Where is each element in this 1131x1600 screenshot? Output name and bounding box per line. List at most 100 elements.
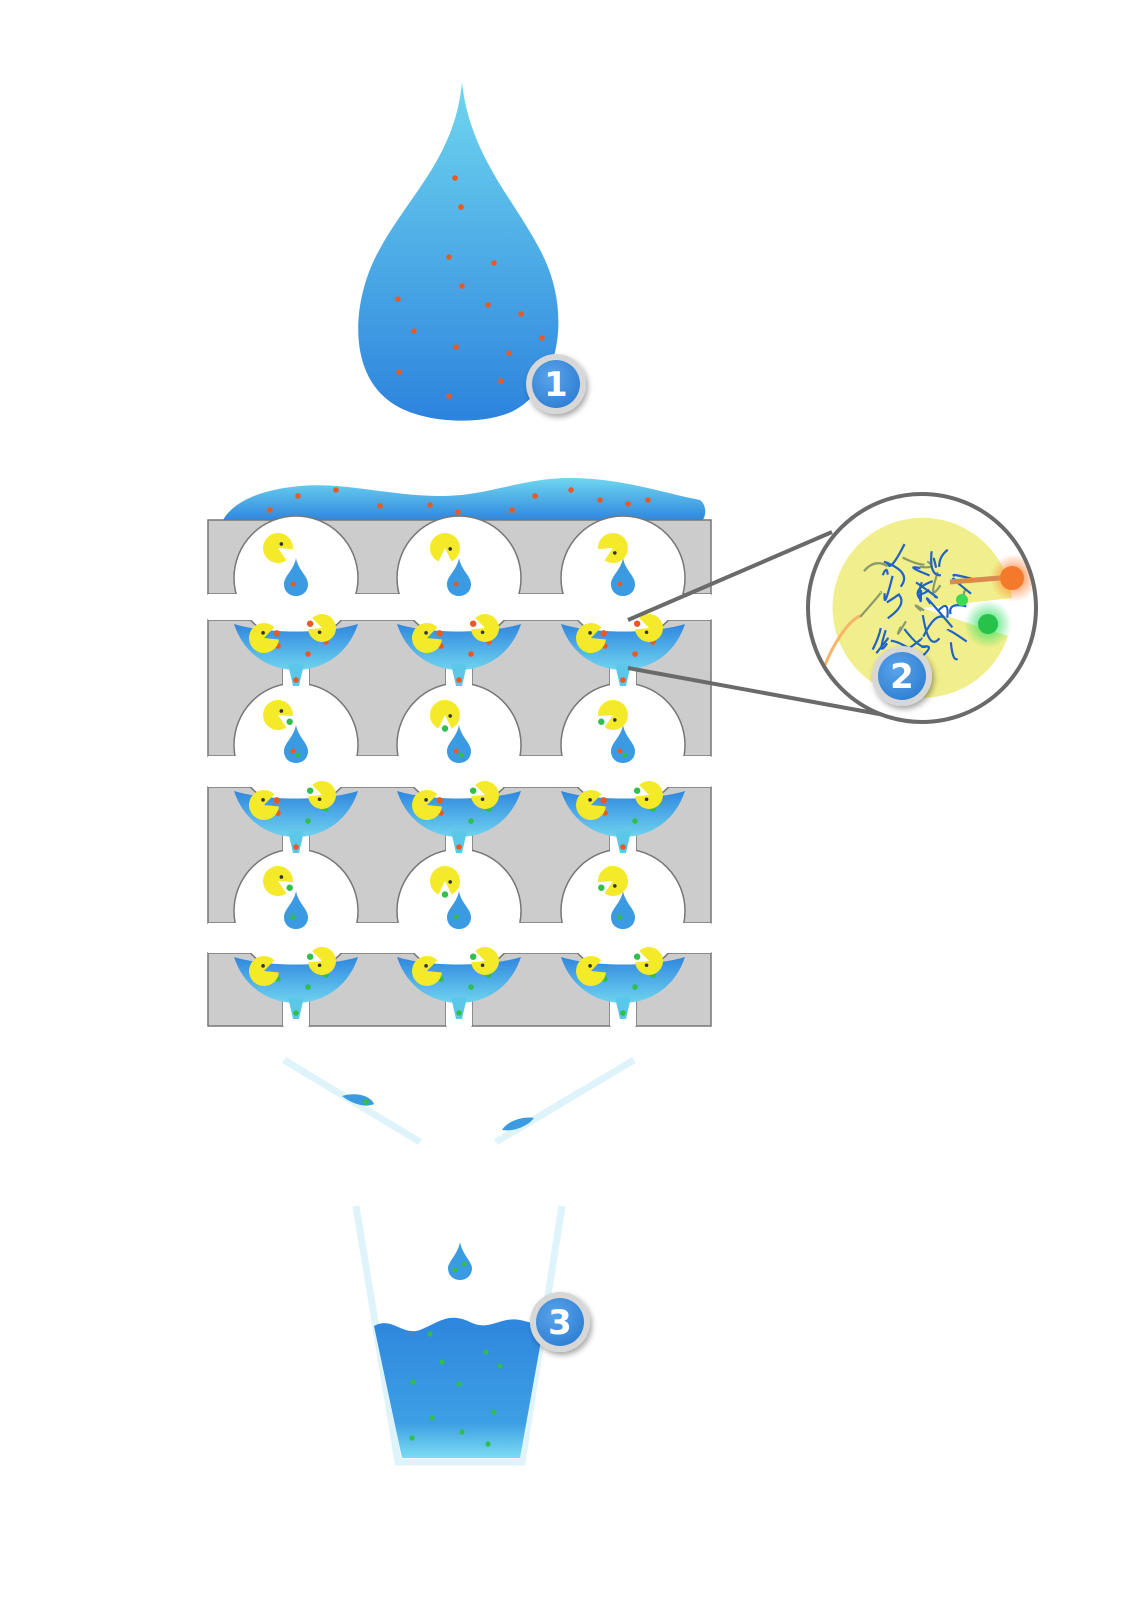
protein-ribbon [886,593,901,604]
protein-ribbon [887,594,903,620]
pacman-eye [613,718,617,722]
pacman-eye [448,714,452,718]
enzyme-pacman-icon [308,780,336,810]
pacman-eye [480,797,485,802]
water-drip [615,831,631,853]
particle [409,1435,415,1441]
particle [267,507,273,513]
pacman-eye [261,631,265,635]
pacman-eye [279,709,284,713]
protein-ribbon [883,575,894,602]
water-drop-icon [358,82,559,421]
particle [286,718,293,725]
particle [617,581,623,587]
particle [395,296,401,302]
particle [568,487,574,493]
enzyme-pacman-icon [430,533,461,562]
particle [456,1010,462,1016]
pacman-eye [480,630,485,635]
clean-water-glass [352,1205,566,1466]
enzyme-pacman-icon [576,790,606,821]
particle [293,844,299,850]
enzyme-pacman-icon [308,946,337,975]
enzyme-pacman-icon [249,956,279,987]
water-drip [288,664,304,686]
pacman-eye [317,630,322,635]
pacman-eye [317,797,322,802]
protein-ribbon [863,562,889,572]
step-2-label: 2 [890,657,914,697]
particle [306,953,314,960]
particle [306,620,314,627]
enzyme-pacman-icon [249,623,279,654]
particle [469,787,477,794]
particle [469,953,477,960]
glass-icon [374,1317,544,1458]
water-drop-icon [447,725,471,763]
water-drip [615,664,631,686]
protein-ribbon [859,591,883,618]
pollutant-particles [395,175,545,399]
particle [506,350,512,356]
particle [459,283,465,289]
particle [453,748,459,754]
protein-ribbon [880,629,889,650]
pacman-eye [424,798,428,802]
enzyme-pacman-icon [635,781,663,810]
particle [469,620,477,627]
enzyme-pacman-icon [412,956,442,986]
protein-ribbon [938,548,949,567]
particle [411,328,417,334]
protein-ribbon [932,571,942,594]
particle [396,369,402,375]
water-drip [615,997,631,1019]
enzyme-pacman-icon [430,866,461,895]
enzyme-pacman-icon [597,533,628,563]
particle [459,1429,465,1435]
water-drop-icon [611,558,635,596]
particle [290,581,296,587]
protein-ribbon [912,566,930,577]
protein-ribbon [918,590,923,603]
protein-ribbon [930,551,942,577]
particle [509,507,515,513]
particle [295,493,301,499]
enzyme-pacman-icon [263,866,293,897]
particle [485,302,491,308]
particle [485,1441,491,1447]
particle [456,677,462,683]
particle [456,1381,462,1387]
particle [468,818,474,824]
particle [439,1359,445,1365]
step-1-label: 1 [544,365,568,405]
particle [518,311,524,317]
particle [427,502,433,508]
particle [293,1010,299,1016]
enzyme-pacman-icon [263,533,293,563]
particle [632,651,638,657]
pacman-eye [588,964,592,968]
particle [632,818,638,824]
particle [622,752,628,758]
particle [305,818,311,824]
enzyme-pacman-icon [263,700,293,731]
water-drop-icon [611,725,635,763]
protein-ribbon [875,637,889,654]
active-site [956,594,968,606]
particle [333,487,339,493]
particle [468,984,474,990]
water-drop-icon [284,725,308,763]
protein-ribbon [925,597,954,629]
pacman-eye [279,875,284,879]
protein-ribbon [914,604,925,612]
enzyme-pacman-icon [430,700,461,729]
particle [620,844,626,850]
water-drop-icon [284,891,308,929]
particle [617,914,623,920]
protein-ribbon [881,568,889,576]
step-1-badge: 1 [526,354,586,414]
step-3-label: 3 [548,1303,572,1343]
protein-ribbon [949,642,959,661]
enzyme-pacman-icon [412,790,442,821]
